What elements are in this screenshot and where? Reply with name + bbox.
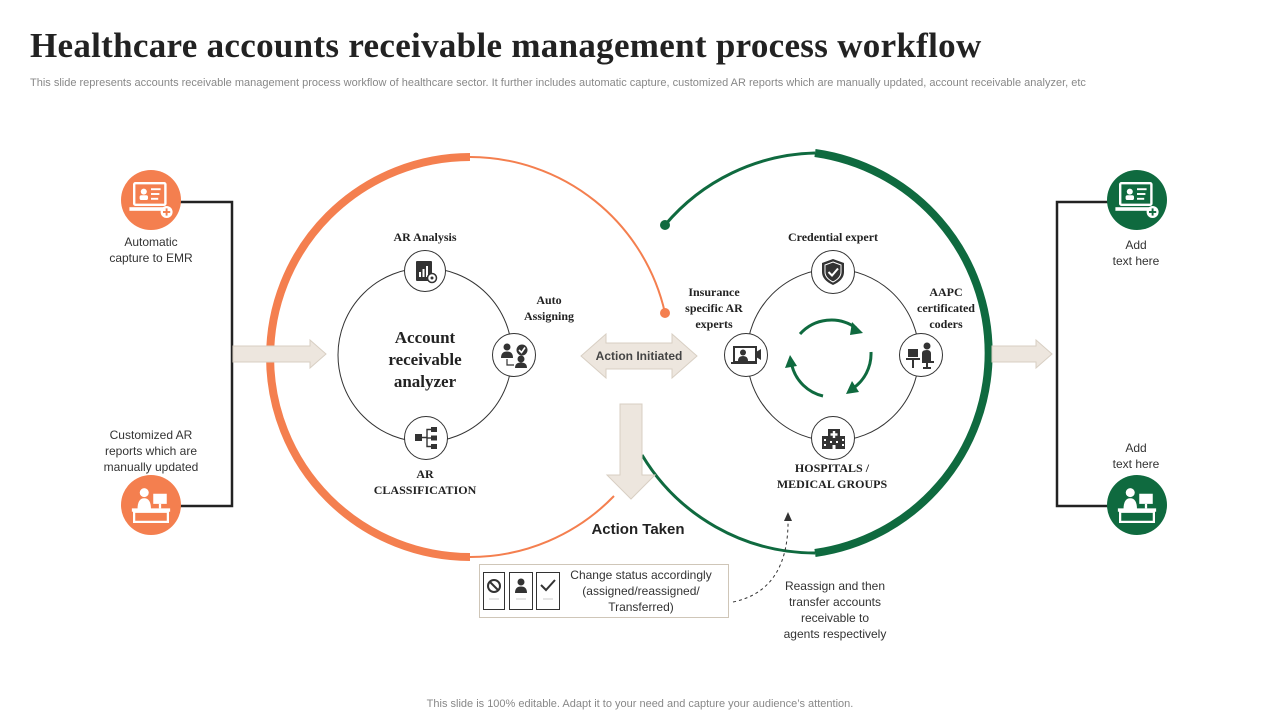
right-bracket	[1055, 200, 1108, 508]
node-label-insurance-experts: Insurance specific AR experts	[685, 285, 743, 331]
left-top-label: Automatic capture to EMR	[109, 235, 193, 265]
right-output-arrow	[991, 338, 1053, 370]
node-label-aapc-coders: AAPC certificated coders	[917, 285, 975, 331]
page-subtitle: This slide represents accounts receivabl…	[30, 77, 1086, 89]
node-label-ar-analysis: AR Analysis	[393, 230, 457, 244]
computer-user-icon	[1107, 170, 1167, 230]
right-bottom-label: Add text here	[1112, 441, 1160, 471]
page-title: Healthcare accounts receivable managemen…	[30, 26, 982, 65]
reassign-connector	[732, 515, 789, 603]
computer-user-icon	[121, 170, 181, 230]
desk-worker-icon	[1107, 475, 1167, 535]
node-label-ar-classification: AR CLASSIFICATION	[373, 467, 477, 497]
reassign-note: Reassign and then transfer accounts rece…	[783, 579, 887, 641]
right-cycle-ring	[640, 149, 993, 557]
center-title-left: Account receivable analyzer	[388, 328, 462, 391]
footer-note: This slide is 100% editable. Adapt it to…	[426, 698, 854, 710]
check-icon	[536, 572, 560, 610]
node-label-credential-expert: Credential expert	[787, 230, 879, 244]
users-check-icon	[492, 333, 536, 377]
person-icon	[509, 572, 533, 610]
desk-worker-icon	[121, 475, 181, 535]
status-text: Change status accordingly (assigned/reas…	[570, 568, 712, 614]
reassign-arrowhead	[784, 512, 792, 521]
ban-icon	[483, 572, 505, 610]
action-initiated-arrow	[580, 332, 698, 380]
action-initiated-label: Action Initiated	[595, 349, 683, 363]
video-user-icon	[724, 333, 768, 377]
action-taken-arrow	[605, 403, 657, 500]
node-label-hospitals: HOSPITALS / MEDICAL GROUPS	[776, 461, 888, 491]
hospital-building-icon	[811, 416, 855, 460]
action-taken-label: Action Taken	[591, 521, 685, 538]
coder-desk-icon	[899, 333, 943, 377]
left-bracket	[180, 200, 234, 508]
shield-check-icon	[811, 250, 855, 294]
left-input-arrow	[232, 338, 327, 370]
hierarchy-icon	[404, 416, 448, 460]
right-top-label: Add text here	[1112, 238, 1160, 268]
node-label-auto-assigning: Auto Assigning	[523, 293, 575, 323]
cycle-arrowheads	[785, 322, 863, 394]
left-bottom-label: Customized AR reports which are manually…	[103, 428, 199, 474]
report-chart-icon	[404, 250, 446, 292]
